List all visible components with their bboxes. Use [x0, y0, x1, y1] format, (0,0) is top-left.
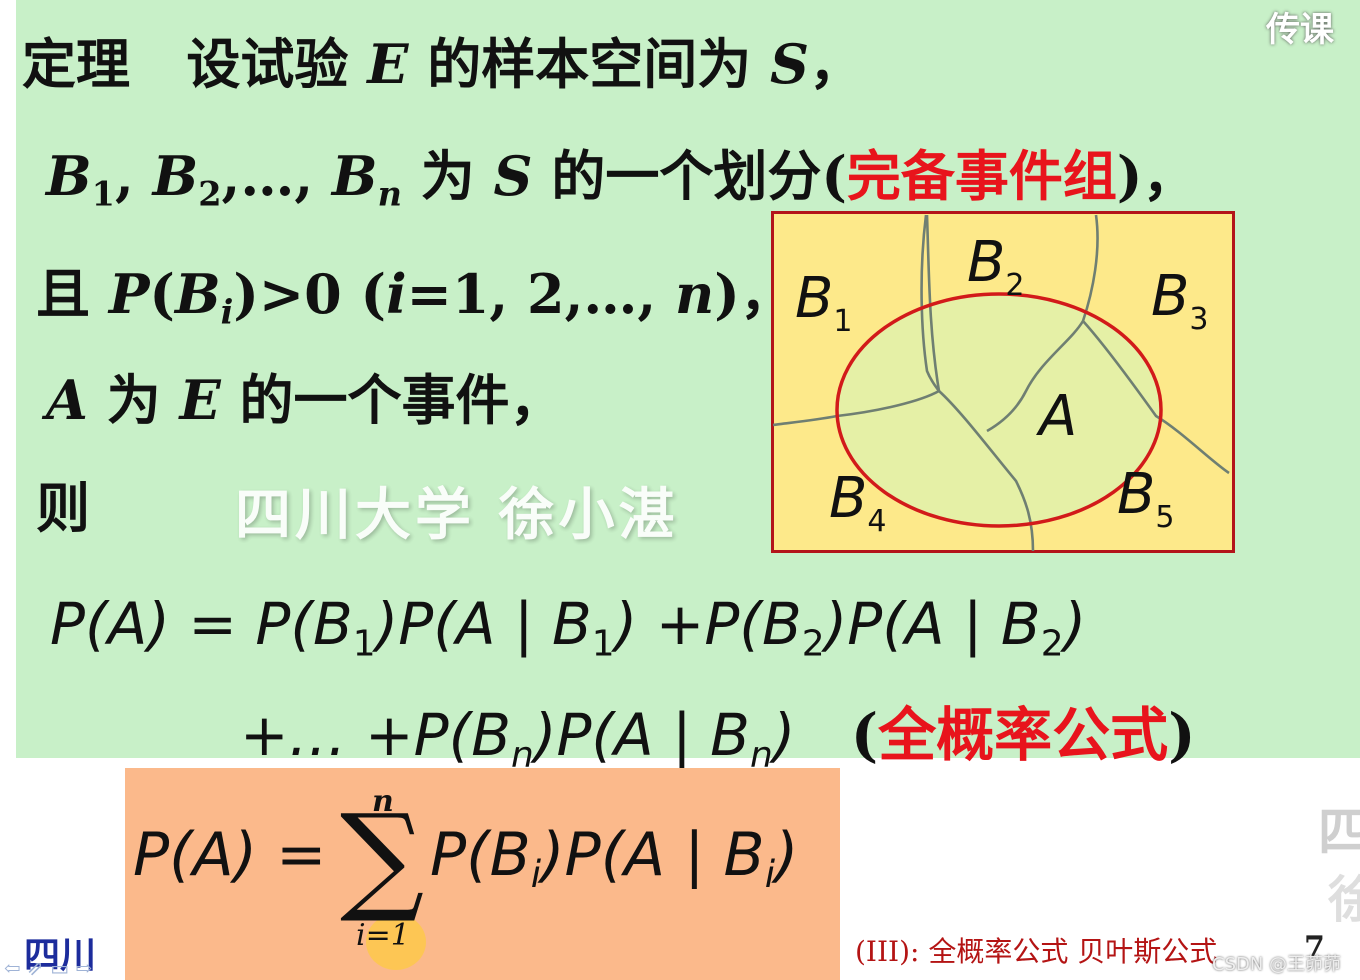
summation-formula-lhs: P(A) =	[133, 820, 327, 890]
theorem-line-2: B1, B2,…, Bn 为 S 的一个划分(完备事件组)，	[46, 144, 1197, 214]
total-probability-line-1: P(A) = P(B1)P(A | B1) +P(B2)P(A | B2)	[50, 590, 1087, 665]
event-a-outline	[835, 292, 1163, 528]
csdn-watermark: CSDN @王茆茆	[1212, 954, 1342, 975]
theorem-line-1: 定理 设试验 E 的样本空间为 S，	[22, 32, 864, 96]
author-watermark: 四川大学 徐小湛	[235, 482, 679, 548]
summation-formula-box	[125, 768, 840, 980]
venn-label-b4: B4	[829, 466, 887, 539]
total-probability-line-2: +… +P(Bn)P(A | Bn) (全概率公式)	[240, 701, 1196, 776]
sigma-lower-limit: i=1	[356, 918, 410, 953]
complete-event-group: 完备事件组	[846, 144, 1117, 208]
venn-label-a: A	[1036, 384, 1077, 449]
event-a-ellipse	[837, 294, 1161, 526]
venn-label-b5: B5	[1117, 462, 1175, 535]
side-overlay-text-2: 徐	[1328, 870, 1360, 929]
footer-university: 四川	[24, 935, 97, 976]
theorem-line-3: 且 P(Bi)>0 (i=1, 2,…, n)，	[36, 262, 794, 332]
mouse-cursor-highlight	[366, 914, 426, 970]
summation-formula-rhs: P(Bi)P(A | Bi)	[430, 820, 799, 896]
slide-nav-controls[interactable]: ⇦ ⇗ ▭ ⇨	[4, 956, 93, 980]
venn-label-b2: B2	[967, 230, 1025, 303]
sigma-upper-limit: n	[372, 784, 394, 819]
theorem-label: 定理	[22, 32, 130, 96]
partition-lines	[772, 214, 1230, 552]
theorem-line-5: 则	[36, 476, 90, 540]
total-probability-formula-label: 全概率公式	[878, 701, 1169, 769]
sigma-symbol: ∑	[340, 788, 425, 926]
page-number: 7	[1304, 930, 1325, 965]
chuanke-logo: 传课	[1266, 10, 1334, 50]
partition-venn-diagram: B1 B2 B3 B4 B5 A	[771, 211, 1235, 553]
side-overlay-text-1: 四	[1318, 802, 1360, 863]
venn-label-b3: B3	[1151, 264, 1209, 337]
footer-chapter-title: (III): 全概率公式 贝叶斯公式	[855, 935, 1218, 968]
venn-label-b1: B1	[795, 266, 853, 339]
theorem-line-4: A 为 E 的一个事件，	[46, 368, 564, 432]
